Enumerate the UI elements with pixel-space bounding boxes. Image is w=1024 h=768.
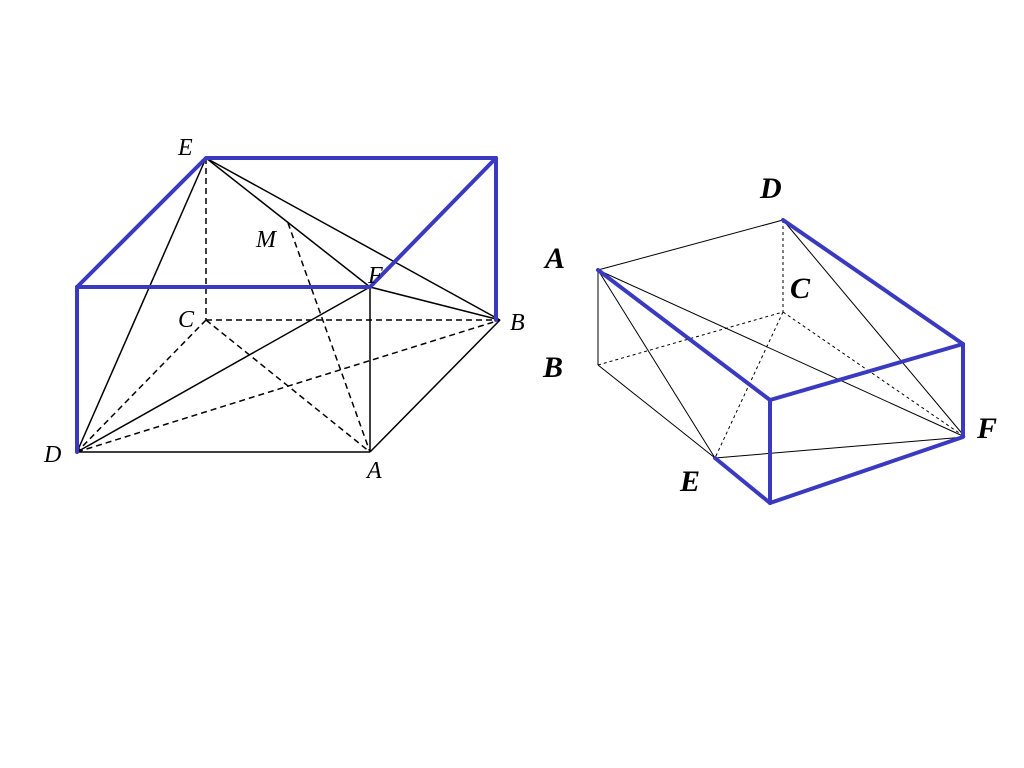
right-figure: D A C B E F (542, 172, 997, 505)
label-M: M (255, 227, 278, 253)
edge-F-B (369, 286, 501, 321)
edge-D-F (782, 219, 966, 438)
label-B: B (542, 351, 563, 384)
edge-D-F (76, 286, 371, 453)
label-D: D (759, 172, 782, 205)
label-F: F (367, 263, 383, 289)
label-E: E (679, 465, 700, 498)
blue-box-top (75, 156, 498, 454)
label-E: E (177, 135, 193, 161)
edge-A-D (597, 219, 784, 271)
edge-E-B (205, 157, 501, 321)
edge-E-F (714, 436, 966, 459)
hidden-C-F (782, 311, 966, 438)
hidden-D-B (76, 319, 501, 453)
edge-A-E (597, 269, 716, 459)
blue-box-top-back (781, 218, 965, 346)
label-A: A (365, 458, 382, 484)
label-C: C (178, 307, 195, 333)
blue-box-diag (368, 156, 498, 289)
edge-E-F (205, 157, 371, 288)
edge-E-D (76, 157, 207, 453)
edge-A-F (597, 269, 966, 438)
hidden-M-A (287, 222, 371, 453)
label-F: F (976, 412, 997, 445)
label-B: B (510, 310, 525, 336)
left-figure: E M F C B D A (43, 135, 525, 484)
edge-A-B (369, 319, 501, 453)
hidden-C-D (76, 319, 207, 453)
label-D: D (43, 442, 61, 468)
label-C: C (790, 272, 811, 305)
edge-B-E (597, 364, 716, 459)
blue-box-outline (596, 268, 965, 505)
label-A: A (543, 242, 565, 275)
